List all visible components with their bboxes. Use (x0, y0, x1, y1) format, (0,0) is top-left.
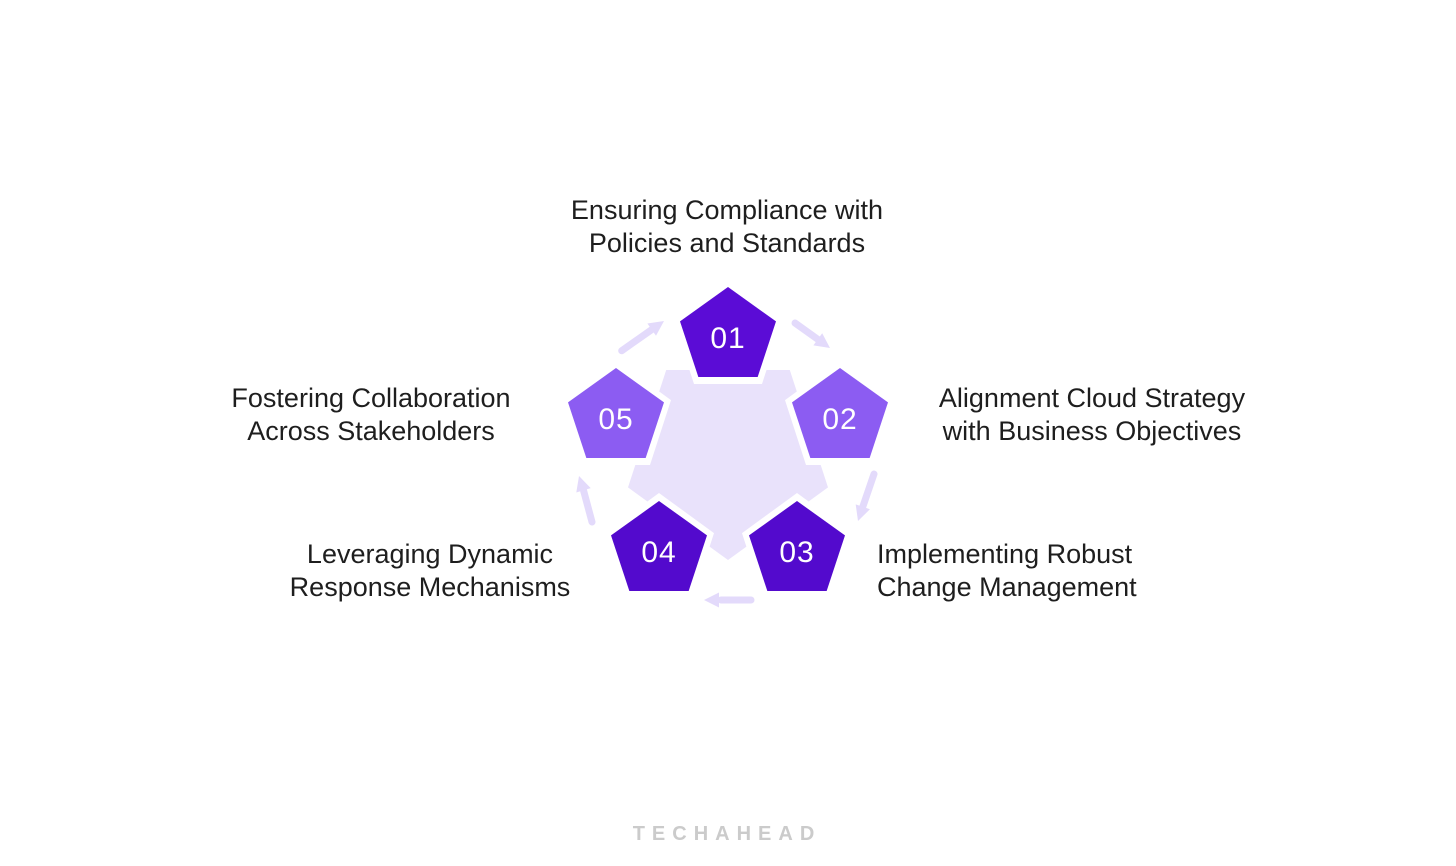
step-label-04: Leveraging Dynamic Response Mechanisms (290, 538, 571, 604)
label-line: Change Management (877, 572, 1137, 602)
step-label-03: Implementing Robust Change Management (877, 538, 1137, 604)
label-line: Leveraging Dynamic (306, 539, 554, 569)
arrow-03-to-04 (704, 592, 755, 608)
arrow-01-to-02 (791, 319, 830, 348)
step-label-02: Alignment Cloud Strategy with Business O… (939, 382, 1245, 448)
label-line: Across Stakeholders (247, 416, 495, 446)
label-line: Alignment Cloud Strategy (938, 383, 1246, 413)
pentagon-shape-02: 02 (792, 368, 888, 458)
step-number-05: 05 (598, 403, 634, 436)
step-number-01: 01 (710, 322, 746, 355)
step-label-01: Ensuring Compliance with Policies and St… (571, 194, 883, 260)
arrow-02-to-03 (855, 470, 878, 521)
label-line: Ensuring Compliance with (570, 195, 884, 225)
step-number-02: 02 (822, 403, 858, 436)
step-number-03: 03 (779, 536, 815, 569)
step-number-04: 04 (641, 536, 677, 569)
label-line: with Business Objectives (942, 416, 1242, 446)
pentagon-shape-04: 04 (611, 501, 707, 591)
arrow-05-to-01 (618, 321, 664, 355)
pentagon-shape-01: 01 (680, 287, 776, 377)
pentagon-step-05: 05 (561, 360, 671, 465)
label-line: Fostering Collaboration (231, 383, 511, 413)
step-label-05: Fostering Collaboration Across Stakehold… (231, 382, 510, 448)
label-line: Policies and Standards (588, 228, 866, 258)
pentagon-step-02: 02 (785, 360, 895, 465)
pentagon-step-01: 01 (673, 279, 783, 384)
pentagon-shape-05: 05 (568, 368, 664, 458)
techahead-watermark: TECHAHEAD (632, 823, 822, 845)
label-line: Response Mechanisms (289, 572, 571, 602)
label-line: Implementing Robust (877, 539, 1133, 569)
arrow-04-to-05 (576, 476, 596, 526)
